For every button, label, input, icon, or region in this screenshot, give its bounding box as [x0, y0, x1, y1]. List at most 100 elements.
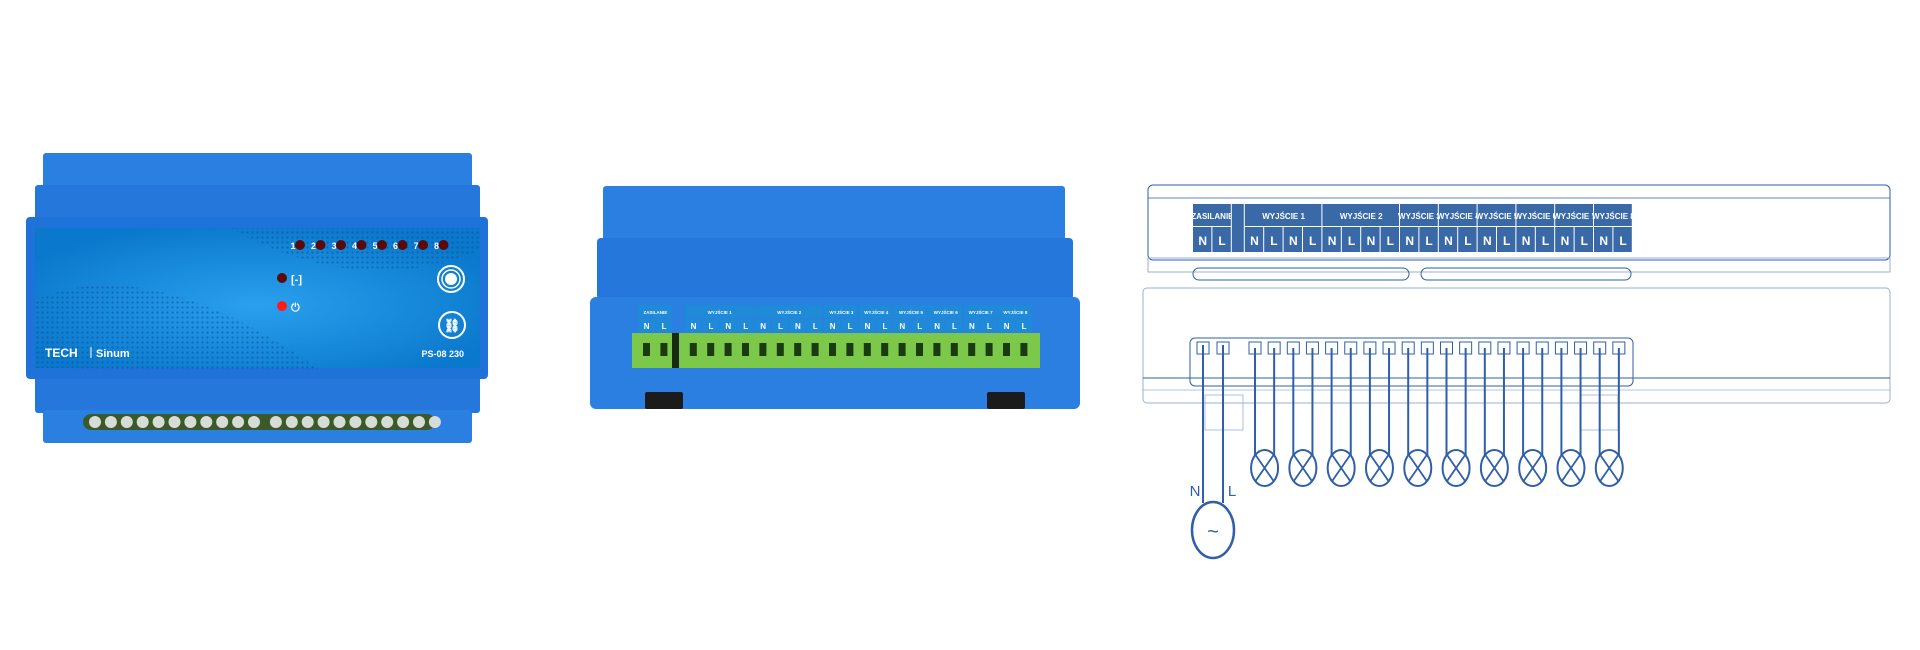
table-pin-cell — [1497, 227, 1516, 252]
table-pin-cell — [1613, 227, 1632, 252]
pin-label-cell — [858, 319, 876, 332]
pin-label: L — [917, 322, 922, 331]
registration-button[interactable] — [437, 265, 465, 293]
led-number: 2 — [311, 241, 316, 251]
table-header-text: WYJŚCIE 2 — [1340, 212, 1383, 221]
pin-label: L — [813, 322, 818, 331]
pin-label: N — [1004, 322, 1010, 331]
table-pin-cell — [1438, 227, 1458, 252]
lamp-cross — [1369, 454, 1390, 482]
pin-label: L — [778, 322, 783, 331]
pin-label: N — [691, 322, 697, 331]
output-led — [336, 240, 346, 250]
label-group-text: WYJŚCIE 5 — [899, 309, 924, 315]
table-header-text: WYJŚCIE 7 — [1553, 212, 1596, 221]
link-button[interactable]: ⛓ — [438, 311, 466, 339]
pin-label: N — [760, 322, 766, 331]
table-pin-label: N — [1483, 234, 1492, 248]
pin-label: N — [644, 322, 650, 331]
led-number: 6 — [393, 241, 398, 251]
table-pin-cell — [1341, 227, 1361, 252]
table-pin-label: L — [1348, 234, 1355, 248]
output-led — [377, 240, 387, 250]
pin-label-cell — [1015, 319, 1032, 332]
pin-label: N — [725, 322, 731, 331]
table-pin-cell — [1555, 227, 1574, 252]
pin-label-cell — [824, 319, 841, 332]
table-pin-label: N — [1444, 234, 1453, 248]
table-pin-cell — [1458, 227, 1477, 252]
pin-label-cell — [737, 319, 754, 332]
table-pin-label: N — [1561, 234, 1570, 248]
table-pin-label: N — [1250, 234, 1259, 248]
terminal-screw — [413, 416, 425, 428]
terminal-slot — [863, 343, 871, 356]
pin-label: N — [899, 322, 905, 331]
led-number: 7 — [413, 241, 418, 251]
terminal-slot — [985, 343, 993, 356]
terminal-slot — [794, 343, 802, 356]
terminal-slot — [724, 343, 732, 356]
terminal-slot — [707, 343, 715, 356]
label-group-text: WYJŚCIE 1 — [708, 309, 733, 315]
lamp-cross — [1446, 454, 1466, 482]
table-header-cell — [1594, 204, 1632, 226]
pin-label: N — [865, 322, 871, 331]
pin-label: N — [969, 322, 975, 331]
terminal-screw — [104, 416, 117, 428]
label-group-header — [754, 305, 823, 318]
table-pin-cell — [1322, 227, 1341, 252]
pin-label: L — [1022, 322, 1027, 331]
table-pin-cell — [1419, 227, 1438, 252]
table-pin-label: L — [1619, 234, 1626, 248]
pin-label-cell — [998, 319, 1015, 332]
din-clip-right[interactable] — [987, 392, 1025, 409]
din-clip-left[interactable] — [645, 392, 683, 409]
terminal-screw — [168, 416, 181, 428]
label-group-header — [858, 305, 893, 318]
lamp-cross — [1293, 454, 1313, 482]
terminal-slot — [759, 343, 767, 356]
terminal-screw — [120, 416, 133, 428]
terminal-screw — [317, 416, 330, 428]
terminal-slot — [881, 343, 889, 356]
output-led — [418, 240, 428, 250]
table-header-cell — [1244, 204, 1322, 226]
table-pin-cell — [1535, 227, 1555, 252]
link-icon: ⛓ — [444, 318, 461, 333]
label-group-header — [684, 305, 754, 318]
table-header-text: WYJŚCIE 4 — [1437, 212, 1480, 221]
table-header-text: WYJŚCIE 8 — [1592, 212, 1635, 221]
pin-label-cell — [806, 319, 823, 332]
output-led — [397, 240, 408, 250]
terminal-screw — [301, 416, 314, 428]
terminal-slot — [933, 343, 941, 356]
table-pin-cell — [1380, 227, 1399, 252]
table-pin-label: N — [1198, 234, 1207, 248]
table-header-cell — [1193, 204, 1231, 226]
label-group-header — [824, 305, 858, 318]
lamp-cross — [1331, 454, 1351, 482]
pin-label-cell — [754, 319, 771, 332]
table-pin-label: N — [1599, 234, 1608, 248]
terminal-slot — [829, 343, 836, 356]
table-pin-label: L — [1542, 234, 1549, 248]
terminal-screw — [269, 416, 282, 428]
terminal-screw — [232, 416, 245, 428]
pin-label-cell — [928, 319, 945, 332]
lamp-cross — [1561, 454, 1581, 482]
terminal-screw — [285, 416, 298, 428]
table-pin-label: L — [1464, 234, 1471, 248]
sub-brand-logo: Sinum — [96, 348, 130, 360]
lamp-cross — [1599, 454, 1620, 482]
terminal-slot — [811, 343, 819, 356]
lamp-cross — [1408, 454, 1428, 482]
pin-label: L — [987, 322, 992, 331]
terminal-screw — [152, 416, 165, 428]
table-header-cell — [1516, 204, 1555, 226]
terminal-slot — [1003, 343, 1010, 356]
label-group-text: WYJŚCIE 3 — [829, 309, 854, 315]
table-header-cell — [1477, 204, 1516, 226]
